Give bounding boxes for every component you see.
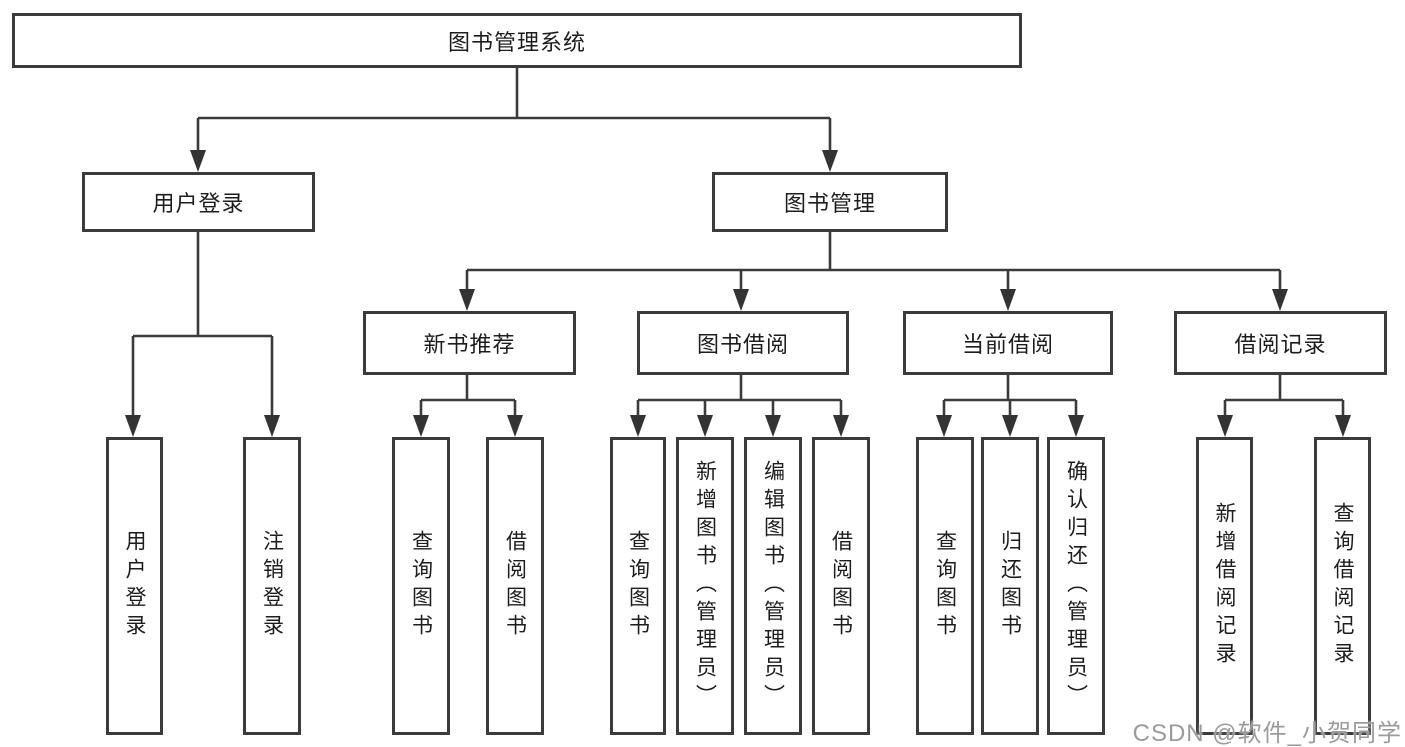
leaf-edit-book-admin-label: 编辑图书（管理员） <box>761 460 785 712</box>
leaf-logout-label: 注销登录 <box>260 530 284 642</box>
node-book-borrowing-label: 图书借阅 <box>696 332 789 357</box>
leaf-query-books-1-label: 查询图书 <box>409 530 433 642</box>
node-new-book-recommend: 新书推荐 <box>363 311 576 375</box>
leaf-logout: 注销登录 <box>243 437 301 735</box>
node-book-management: 图书管理 <box>712 172 948 232</box>
leaf-user-login-label: 用户登录 <box>123 530 146 642</box>
node-current-borrowing-label: 当前借阅 <box>961 332 1054 357</box>
leaf-return-books: 归还图书 <box>981 437 1039 735</box>
leaf-query-books-3-label: 查询图书 <box>933 530 957 642</box>
leaf-borrow-books-2-label: 借阅图书 <box>829 530 853 642</box>
csdn-watermark: CSDN @软件_小贺同学 <box>1132 720 1402 747</box>
node-library-system-label: 图书管理系统 <box>447 29 586 55</box>
leaf-query-books-2-label: 查询图书 <box>626 530 650 642</box>
leaf-add-borrow-record: 新增借阅记录 <box>1196 437 1253 735</box>
tree-edges <box>131 68 1345 420</box>
leaf-borrow-books-1: 借阅图书 <box>486 437 544 735</box>
leaf-query-books-3: 查询图书 <box>916 437 974 735</box>
node-borrow-records-label: 借阅记录 <box>1234 332 1327 357</box>
leaf-query-books-1: 查询图书 <box>392 437 450 735</box>
leaf-confirm-return-admin-label: 确认归还（管理员） <box>1064 460 1088 712</box>
node-current-borrowing: 当前借阅 <box>903 311 1113 375</box>
leaf-add-book-admin-label: 新增图书（管理员） <box>693 460 717 712</box>
leaf-borrow-books-1-label: 借阅图书 <box>503 530 527 642</box>
leaf-user-login: 用户登录 <box>106 437 163 735</box>
node-book-management-label: 图书管理 <box>783 191 876 216</box>
node-new-book-recommend-label: 新书推荐 <box>423 332 516 357</box>
node-borrow-records: 借阅记录 <box>1174 311 1387 375</box>
node-library-system: 图书管理系统 <box>12 13 1022 68</box>
node-user-login: 用户登录 <box>82 172 315 232</box>
leaf-edit-book-admin: 编辑图书（管理员） <box>744 437 802 735</box>
node-user-login-label: 用户登录 <box>152 191 245 216</box>
leaf-add-book-admin: 新增图书（管理员） <box>676 437 734 735</box>
leaf-query-books-2: 查询图书 <box>610 437 666 735</box>
leaf-query-borrow-record-label: 查询借阅记录 <box>1331 502 1354 670</box>
leaf-confirm-return-admin: 确认归还（管理员） <box>1047 437 1105 735</box>
leaf-query-borrow-record: 查询借阅记录 <box>1314 437 1371 735</box>
leaf-borrow-books-2: 借阅图书 <box>812 437 870 735</box>
leaf-return-books-label: 归还图书 <box>998 530 1022 642</box>
node-book-borrowing: 图书借阅 <box>637 311 849 375</box>
arrowheads <box>125 150 1351 437</box>
leaf-add-borrow-record-label: 新增借阅记录 <box>1213 502 1236 670</box>
